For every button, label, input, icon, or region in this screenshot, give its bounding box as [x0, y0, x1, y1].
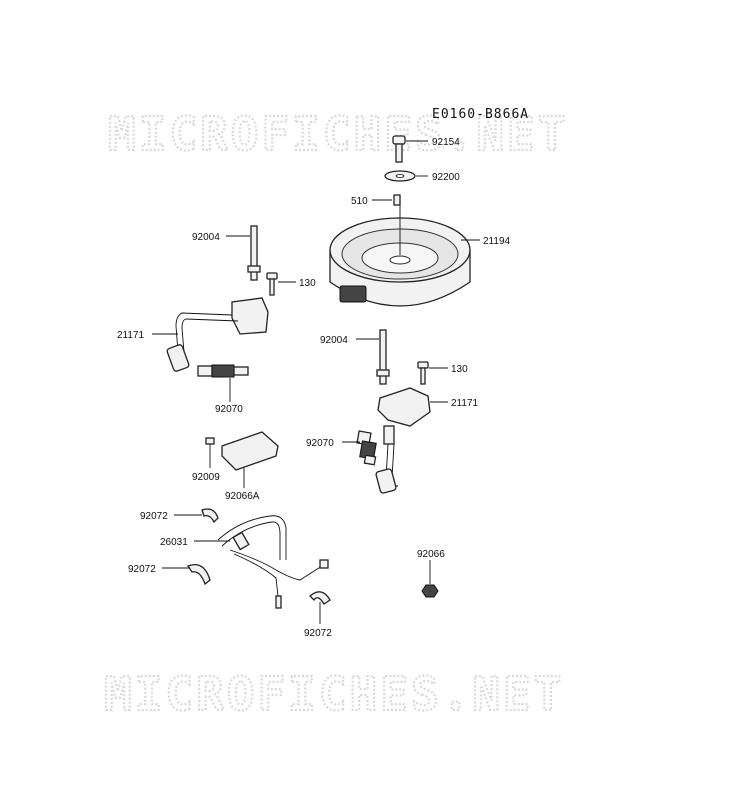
clamp-92072-mid: [187, 563, 211, 586]
stud-92004-left: [247, 225, 261, 281]
nut-92066: [421, 584, 439, 598]
label-92004-right: 92004: [320, 335, 348, 346]
label-92072-top: 92072: [140, 511, 168, 522]
wiring-harness-26031: [217, 515, 329, 609]
bolt-130-right: [417, 361, 429, 385]
label-21194: 21194: [483, 236, 511, 247]
reference-code: E0160-B866A: [432, 107, 529, 122]
clamp-92072-bottom: [309, 591, 331, 605]
watermark-top: MICROFICHES.NET: [108, 107, 568, 161]
label-92072-bottom: 92072: [304, 628, 332, 639]
spark-plug-92070-left: [197, 364, 249, 378]
label-92070-right: 92070: [306, 438, 334, 449]
watermark-bottom: MICROFICHES.NET: [104, 667, 564, 721]
label-92066: 92066: [417, 549, 445, 560]
bolt-92154: [392, 135, 406, 163]
label-92070-left: 92070: [215, 404, 243, 415]
bolt-130-left: [266, 272, 278, 296]
label-21171-right: 21171: [451, 398, 479, 409]
clamp-92072-top: [201, 508, 219, 524]
ignition-coil-21171-left: [166, 297, 269, 372]
label-130-left: 130: [299, 278, 316, 289]
label-92009: 92009: [192, 472, 220, 483]
plate-92066A: [221, 431, 279, 471]
ignition-coil-21171-right: [375, 387, 431, 494]
flywheel-21194: [329, 205, 471, 307]
label-92200: 92200: [432, 172, 460, 183]
spark-plug-92070-right: [356, 430, 377, 466]
label-510: 510: [351, 196, 368, 207]
label-26031: 26031: [160, 537, 188, 548]
screw-92009: [205, 437, 215, 445]
label-130-right: 130: [451, 364, 468, 375]
label-92154: 92154: [432, 137, 460, 148]
stud-92004-right: [376, 329, 390, 385]
label-21171-left: 21171: [117, 330, 145, 341]
label-92066A: 92066A: [225, 491, 260, 502]
label-92004-left: 92004: [192, 232, 220, 243]
label-92072-mid: 92072: [128, 564, 156, 575]
key-510: [393, 194, 401, 206]
